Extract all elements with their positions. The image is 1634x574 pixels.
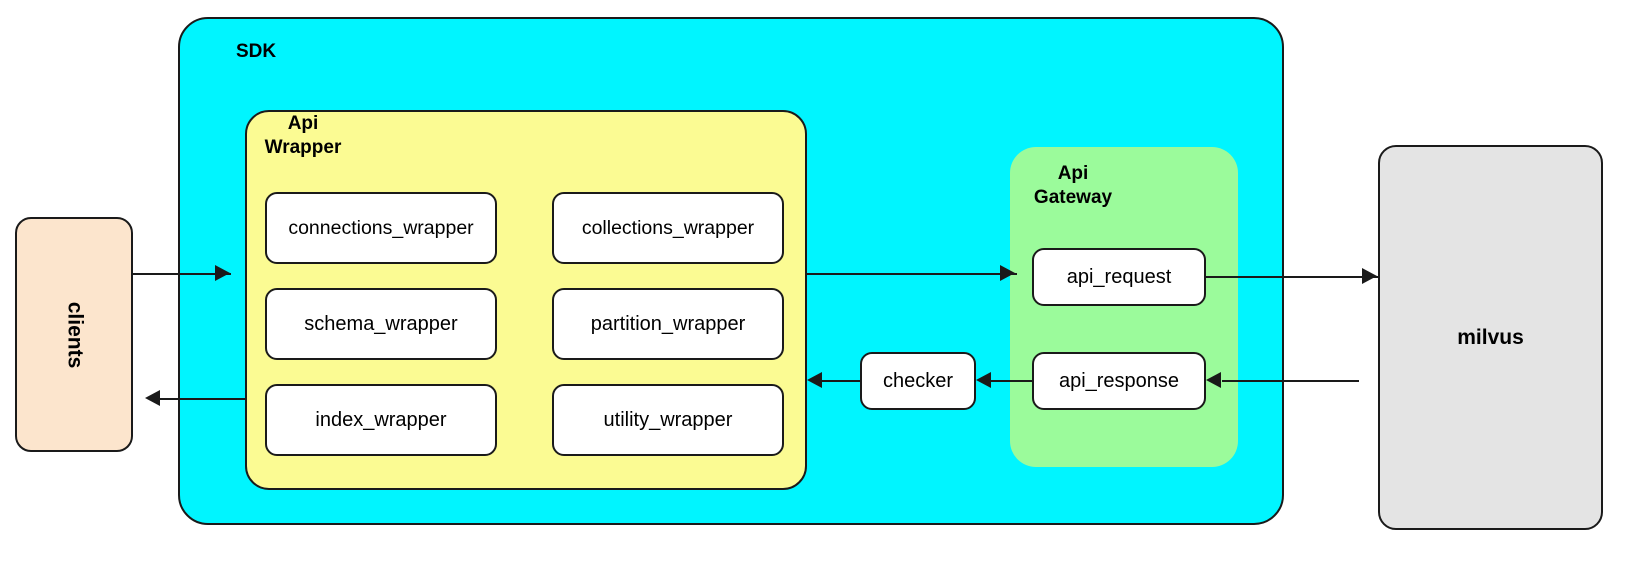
node-partition-wrapper[interactable]: partition_wrapper <box>552 288 784 360</box>
arrow-head-right-icon <box>1362 268 1377 284</box>
clients-label: clients <box>63 301 86 368</box>
node-api-response[interactable]: api_response <box>1032 352 1206 410</box>
node-api-request[interactable]: api_request <box>1032 248 1206 306</box>
node-index-wrapper[interactable]: index_wrapper <box>265 384 497 456</box>
node-utility-wrapper[interactable]: utility_wrapper <box>552 384 784 456</box>
sdk-title: SDK <box>235 41 277 62</box>
api-gateway-container[interactable] <box>1010 147 1238 467</box>
node-connections-wrapper[interactable]: connections_wrapper <box>265 192 497 264</box>
node-collections-wrapper[interactable]: collections_wrapper <box>552 192 784 264</box>
milvus-label: milvus <box>1457 325 1524 349</box>
arrow-head-left-icon <box>145 390 160 406</box>
milvus-box[interactable]: milvus <box>1378 145 1603 530</box>
api-wrapper-title: Api Wrapper <box>264 113 342 158</box>
clients-box[interactable]: clients <box>15 217 133 452</box>
node-checker[interactable]: checker <box>860 352 976 410</box>
node-schema-wrapper[interactable]: schema_wrapper <box>265 288 497 360</box>
api-gateway-title: Api Gateway <box>1033 163 1113 208</box>
